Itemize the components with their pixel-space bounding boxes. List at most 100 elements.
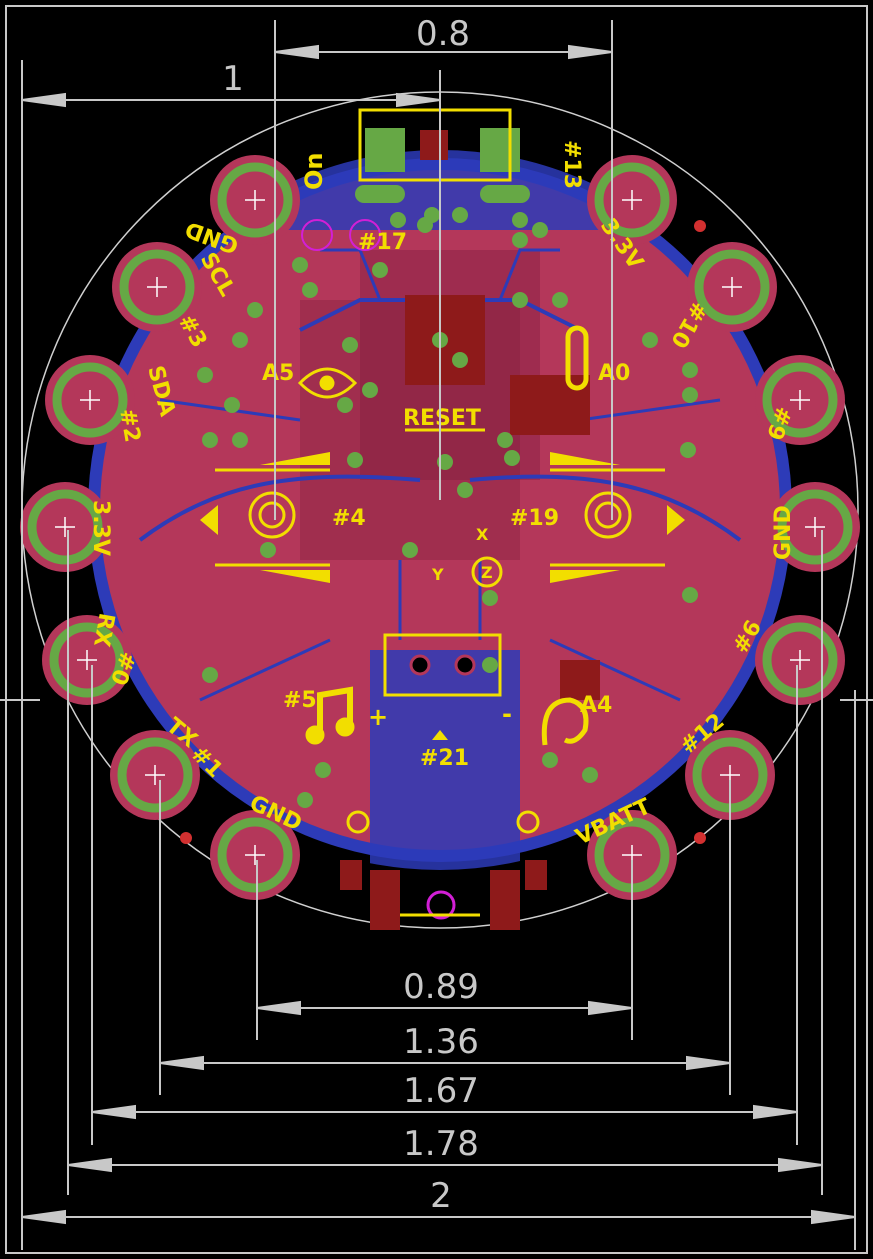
via	[680, 442, 696, 458]
dim-arrow	[396, 92, 441, 108]
dim-arrow	[778, 1157, 823, 1173]
magenta-mark	[301, 219, 333, 251]
via	[504, 450, 520, 466]
via	[582, 767, 598, 783]
via	[247, 302, 263, 318]
via	[512, 232, 528, 248]
speaker-hole-left	[409, 654, 431, 676]
via	[337, 397, 353, 413]
silkscreen-graphics	[215, 325, 665, 834]
triangle-up-icon	[550, 452, 620, 465]
via	[302, 282, 318, 298]
dim-label-1: 1	[222, 59, 244, 99]
dim-label-0-8: 0.8	[416, 14, 470, 54]
dim-label-1-78: 1.78	[403, 1124, 479, 1164]
via	[390, 212, 406, 228]
pad-crosshair	[245, 845, 265, 865]
via	[682, 587, 698, 603]
label-axis-y: Y	[431, 565, 444, 584]
button-b-inner	[594, 501, 622, 529]
via	[342, 337, 358, 353]
via	[532, 222, 548, 238]
switch-pad-left	[365, 128, 405, 172]
arrow-right-icon	[667, 505, 685, 535]
label-a0: A0	[598, 361, 630, 386]
dim-arrow	[588, 1000, 633, 1016]
smd-pad	[525, 860, 547, 890]
music-note-icon	[317, 686, 353, 735]
usb-pad-right	[490, 870, 520, 930]
triangle-down-icon	[550, 570, 620, 583]
via	[224, 397, 240, 413]
via	[372, 262, 388, 278]
label-pad21: #21	[420, 746, 469, 771]
dimension-labels: 0.8 1 0.89 1.36 1.67 1.78 2	[222, 14, 479, 1216]
accelerometer-circle	[471, 556, 503, 588]
dim-arrow	[159, 1055, 204, 1071]
label-gnd-right: GND	[771, 505, 796, 560]
via	[315, 762, 331, 778]
via	[482, 657, 498, 673]
dim-label-1-67: 1.67	[403, 1071, 479, 1111]
triangle-up-icon	[260, 452, 330, 465]
label-pad17: #17	[358, 230, 407, 255]
mounting-hole	[694, 832, 706, 844]
label-reset: RESET	[403, 406, 481, 431]
via	[512, 212, 528, 228]
board-copper-pour	[100, 170, 780, 850]
label-rx: RX	[88, 611, 119, 649]
eye-pupil-icon	[319, 375, 335, 391]
via	[457, 482, 473, 498]
pad-crosshair	[55, 517, 75, 537]
via	[260, 542, 276, 558]
dim-label-1-36: 1.36	[403, 1022, 479, 1062]
label-minus: -	[502, 700, 512, 728]
dim-arrow	[686, 1055, 731, 1071]
dimension-lines	[0, 20, 873, 1250]
label-a5: A5	[262, 361, 294, 386]
label-3v3-left: 3.3V	[88, 500, 113, 556]
via	[682, 362, 698, 378]
mounting-hole	[180, 832, 192, 844]
via	[292, 257, 308, 273]
button-a-inner	[258, 501, 286, 529]
pad-crosshair	[622, 190, 642, 210]
via	[402, 542, 418, 558]
label-on: On	[300, 153, 328, 191]
dim-arrow	[91, 1104, 136, 1120]
smd-pad	[560, 660, 600, 700]
via	[552, 292, 568, 308]
via	[452, 352, 468, 368]
dim-arrow	[67, 1157, 112, 1173]
button-b-outline	[584, 491, 632, 539]
dim-arrow	[811, 1209, 856, 1225]
via	[512, 292, 528, 308]
label-pad13: #13	[559, 140, 584, 189]
smd-pad	[420, 130, 448, 160]
dim-arrow	[21, 1209, 66, 1225]
frame-border	[5, 5, 868, 1254]
speaker-hole-right	[454, 654, 476, 676]
thermistor-outline	[565, 325, 589, 391]
smd-pad	[510, 375, 590, 435]
battery-minus-icon	[516, 810, 540, 834]
button-a-outline	[248, 491, 296, 539]
smd-pad	[340, 860, 362, 890]
via	[482, 590, 498, 606]
via	[297, 792, 313, 808]
pad21-marker-icon	[432, 730, 448, 740]
pad-crosshair	[722, 277, 742, 297]
via	[362, 382, 378, 398]
via	[642, 332, 658, 348]
switch-pad-right	[480, 128, 520, 172]
dim-arrow	[274, 44, 319, 60]
switch-slot-right	[480, 185, 530, 203]
switch-slot-left	[355, 185, 405, 203]
label-plus: +	[368, 703, 388, 731]
button-arrows	[200, 452, 685, 740]
speaker-outline	[383, 633, 502, 697]
via	[682, 387, 698, 403]
label-pad5: #5	[283, 688, 317, 713]
